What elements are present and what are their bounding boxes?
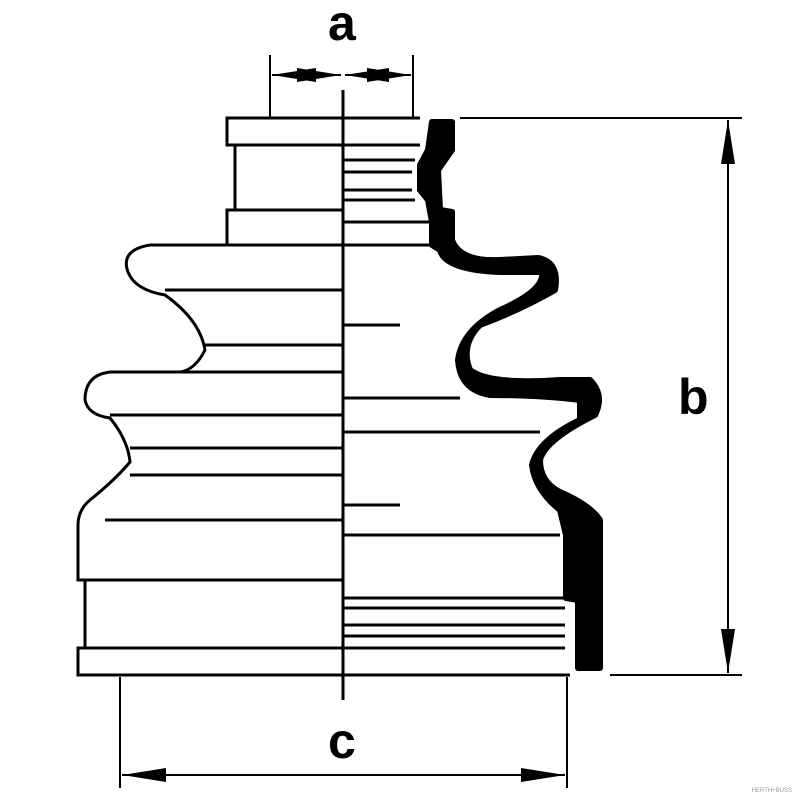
dimension-b-lines [460,117,742,676]
dimension-c-lines [119,677,568,788]
right-half-inner-lines [343,116,570,677]
boot-wall-profile [417,119,603,671]
watermark: HERTH+BUSS [751,788,792,794]
dimension-a-lines [269,55,414,118]
dimension-label-b: b [678,369,709,425]
dimension-label-c: c [328,713,356,769]
dimension-label-a: a [328,0,356,51]
left-half-outline [76,116,345,677]
